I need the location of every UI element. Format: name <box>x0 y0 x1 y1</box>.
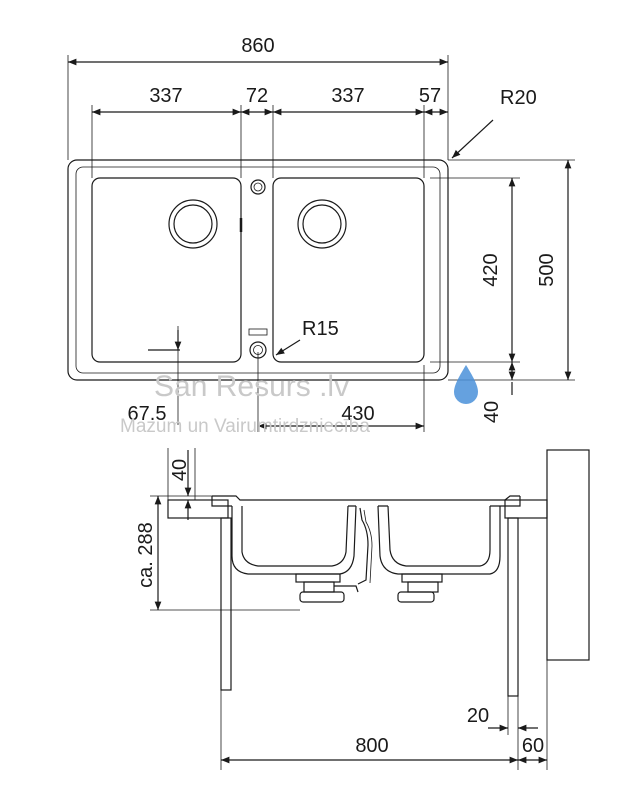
overflow-pipe-inner <box>363 509 373 584</box>
sink-rim-outline <box>75 166 441 374</box>
waste-overflow <box>248 328 268 359</box>
dim-depth-inner: 420 <box>480 253 502 286</box>
watermark-brand: San Resurs .lv <box>154 370 349 403</box>
watermark-tagline: Mazum un Vairumtirdzniecība <box>120 416 370 437</box>
right-waste <box>397 573 443 603</box>
dim-bowl-left: 337 <box>149 85 182 107</box>
dim-wall-gap: 20 <box>467 705 489 727</box>
dim-total-width: 860 <box>241 35 274 57</box>
worktop-right <box>504 499 548 519</box>
left-waste <box>295 573 359 603</box>
left-drain <box>168 199 218 249</box>
dim-depth-total: 500 <box>536 253 558 286</box>
dim-bowl-right: 337 <box>331 85 364 107</box>
dim-center: 72 <box>246 85 268 107</box>
sink-rim-section <box>211 496 521 507</box>
overflow-pipe <box>357 507 369 585</box>
cabinet-side-right <box>507 517 519 697</box>
dim-rim-thickness: 40 <box>169 459 191 481</box>
right-bowl <box>272 177 425 363</box>
dim-drain-spacing: 430 <box>341 403 374 425</box>
right-drain <box>297 199 347 249</box>
tap-hole <box>250 179 266 195</box>
dim-edge-bottom: 40 <box>481 401 503 423</box>
top-dimension-lines <box>68 58 572 430</box>
dim-offset-left: 67.5 <box>128 403 167 425</box>
water-drop-icon <box>454 365 478 404</box>
dim-corner-radius: R20 <box>500 87 537 109</box>
watermark: San Resurs .lv Mazum un Vairumtirdzniecī… <box>120 365 478 437</box>
top-view: 860 337 72 337 57 R20 R15 420 500 67.5 4… <box>67 35 575 432</box>
section-dimension-lines <box>154 450 547 764</box>
sink-outer-outline <box>67 159 449 381</box>
brick-wall <box>546 449 590 661</box>
dim-edge-right: 57 <box>419 85 441 107</box>
dim-cabinet-width: 800 <box>355 735 388 757</box>
left-bowl <box>91 177 242 363</box>
dim-bowl-depth: ca. 288 <box>135 522 157 588</box>
sink-section-outline <box>212 495 520 575</box>
section-view: 40 ca. 288 20 800 60 <box>135 448 590 770</box>
dim-wall-offset: 60 <box>522 735 544 757</box>
dim-drain-radius: R15 <box>302 318 339 340</box>
worktop-left <box>167 499 229 519</box>
cabinet-side-left <box>220 517 232 691</box>
